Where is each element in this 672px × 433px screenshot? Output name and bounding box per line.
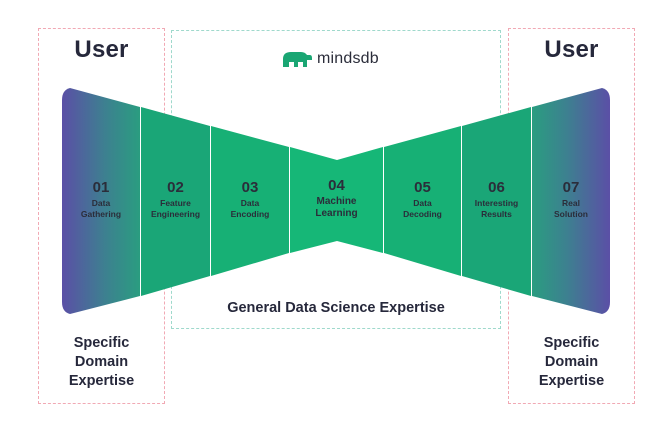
step-number: 01 <box>92 179 110 196</box>
user-title-right: User <box>544 36 599 63</box>
step-02: 02 Feature Engineering <box>141 180 210 220</box>
step-label: Machine Learning <box>315 196 358 219</box>
step-label: Real Solution <box>554 198 588 219</box>
step-label: Interesting Results <box>474 198 519 219</box>
segment-01 <box>62 88 140 314</box>
step-05: 05 Data Decoding <box>384 180 461 220</box>
step-07: 07 Real Solution <box>532 180 610 220</box>
domain-expertise-left: Specific Domain Expertise <box>68 335 135 389</box>
step-label: Feature Engineering <box>150 198 201 219</box>
domain-expertise-right: Specific Domain Expertise <box>538 335 605 389</box>
step-number: 07 <box>562 179 580 196</box>
mindsdb-logo: mindsdb <box>281 48 379 70</box>
bear-icon <box>283 52 312 67</box>
step-number: 03 <box>241 179 259 196</box>
brand-name: mindsdb <box>317 50 379 67</box>
step-01: 01 Data Gathering <box>62 180 140 220</box>
step-number: 02 <box>167 179 184 196</box>
segment-06 <box>462 107 531 296</box>
segment-05 <box>384 126 461 276</box>
user-title-left: User <box>74 36 129 63</box>
step-06: 06 Interesting Results <box>462 180 531 220</box>
step-label: Data Gathering <box>80 198 122 219</box>
segment-04 <box>290 147 383 253</box>
segment-02 <box>141 107 210 296</box>
segment-separators <box>140 107 532 296</box>
segment-07 <box>532 88 610 314</box>
step-04: 04 Machine Learning <box>290 178 383 220</box>
step-number: 05 <box>414 179 431 196</box>
segment-03 <box>211 126 289 276</box>
general-expertise-caption: General Data Science Expertise <box>227 300 445 316</box>
step-number: 06 <box>488 179 505 196</box>
step-label: Data Decoding <box>403 198 442 219</box>
step-03: 03 Data Encoding <box>211 180 289 220</box>
step-label: Data Encoding <box>230 198 270 219</box>
step-number: 04 <box>328 177 345 194</box>
